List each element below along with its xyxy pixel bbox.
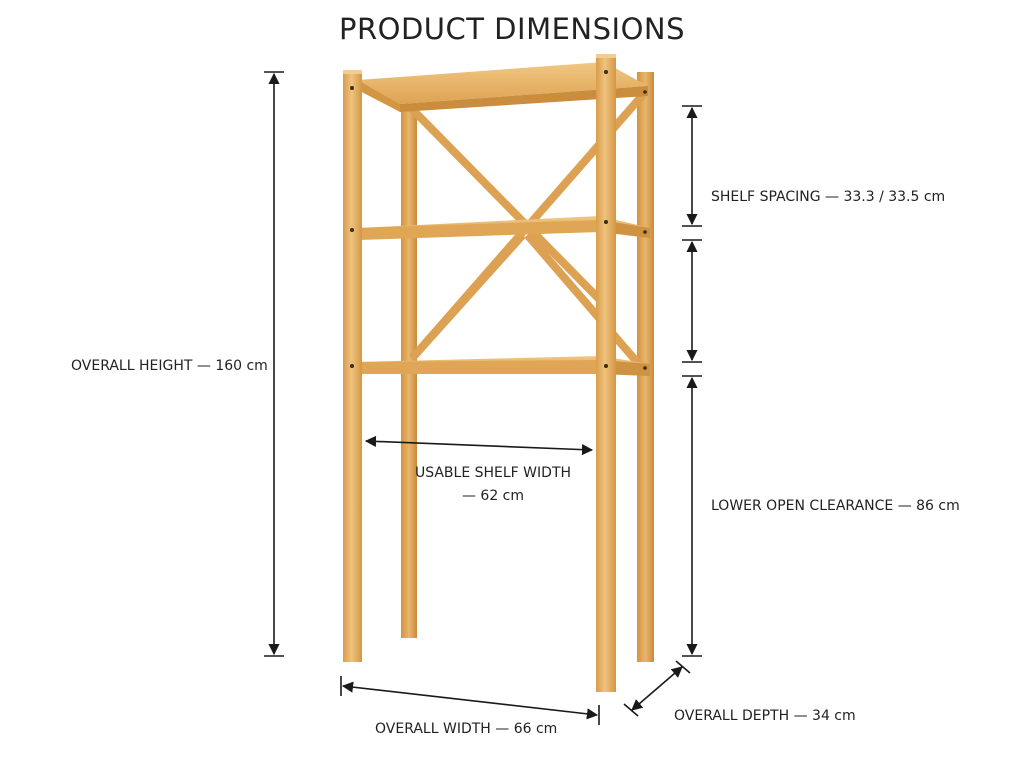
front-right-post-cap bbox=[596, 54, 616, 58]
overall-depth-line bbox=[631, 666, 683, 711]
usable-width-label: USABLE SHELF WIDTH — 62 cm bbox=[398, 462, 588, 508]
overall-height-label: OVERALL HEIGHT — 160 cm bbox=[71, 358, 268, 374]
overall-width-label: OVERALL WIDTH — 66 cm bbox=[375, 721, 558, 737]
shelf-spacing-label: SHELF SPACING — 33.3 / 33.5 cm bbox=[711, 189, 946, 205]
overall-width-line bbox=[341, 681, 599, 720]
lower-clearance-label: LOWER OPEN CLEARANCE — 86 cm bbox=[711, 498, 960, 514]
usable-width-line bbox=[364, 435, 594, 456]
top-shelf bbox=[358, 62, 648, 104]
middle-shelf-front bbox=[358, 220, 600, 240]
lower-brace-1 bbox=[409, 232, 526, 361]
screws bbox=[350, 70, 647, 370]
overall-depth-label: OVERALL DEPTH — 34 cm bbox=[674, 708, 856, 724]
front-left-post-cap bbox=[343, 70, 362, 74]
page-title: PRODUCT DIMENSIONS bbox=[338, 12, 685, 46]
upper-brace-1 bbox=[409, 106, 606, 306]
top-shelf-edge bbox=[400, 86, 648, 112]
top-shelf-front bbox=[358, 80, 400, 112]
dimension-lines bbox=[264, 71, 702, 725]
front-right-post bbox=[596, 54, 616, 692]
usable-width-label-line1: USABLE SHELF WIDTH bbox=[414, 465, 572, 481]
shelves bbox=[358, 62, 650, 376]
lower-shelf-front bbox=[358, 360, 600, 374]
lower-brace-2 bbox=[524, 232, 643, 368]
usable-width-label-line2: — 62 cm bbox=[461, 488, 525, 504]
